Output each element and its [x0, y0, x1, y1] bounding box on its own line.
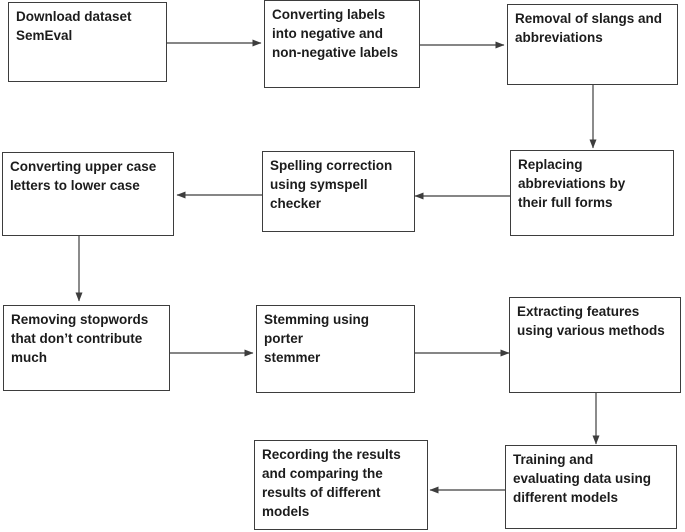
step-replacing-abbreviations: Replacing abbreviations by their full fo… — [510, 150, 674, 236]
step-removing-stopwords: Removing stopwords that don’t contribute… — [3, 305, 170, 391]
step-extracting-features: Extracting features using various method… — [509, 297, 681, 393]
step-download-dataset: Download dataset SemEval — [8, 2, 167, 82]
step-recording-results: Recording the results and comparing the … — [254, 440, 428, 530]
step-removal-of-slangs: Removal of slangs and abbreviations — [507, 4, 678, 85]
step-stemming: Stemming using porter stemmer — [256, 305, 415, 393]
step-training-evaluating: Training and evaluating data using diffe… — [505, 445, 677, 529]
step-converting-labels: Converting labels into negative and non-… — [264, 0, 420, 88]
step-convert-to-lowercase: Converting upper case letters to lower c… — [2, 152, 174, 236]
step-spelling-correction: Spelling correction using symspell check… — [262, 151, 415, 232]
